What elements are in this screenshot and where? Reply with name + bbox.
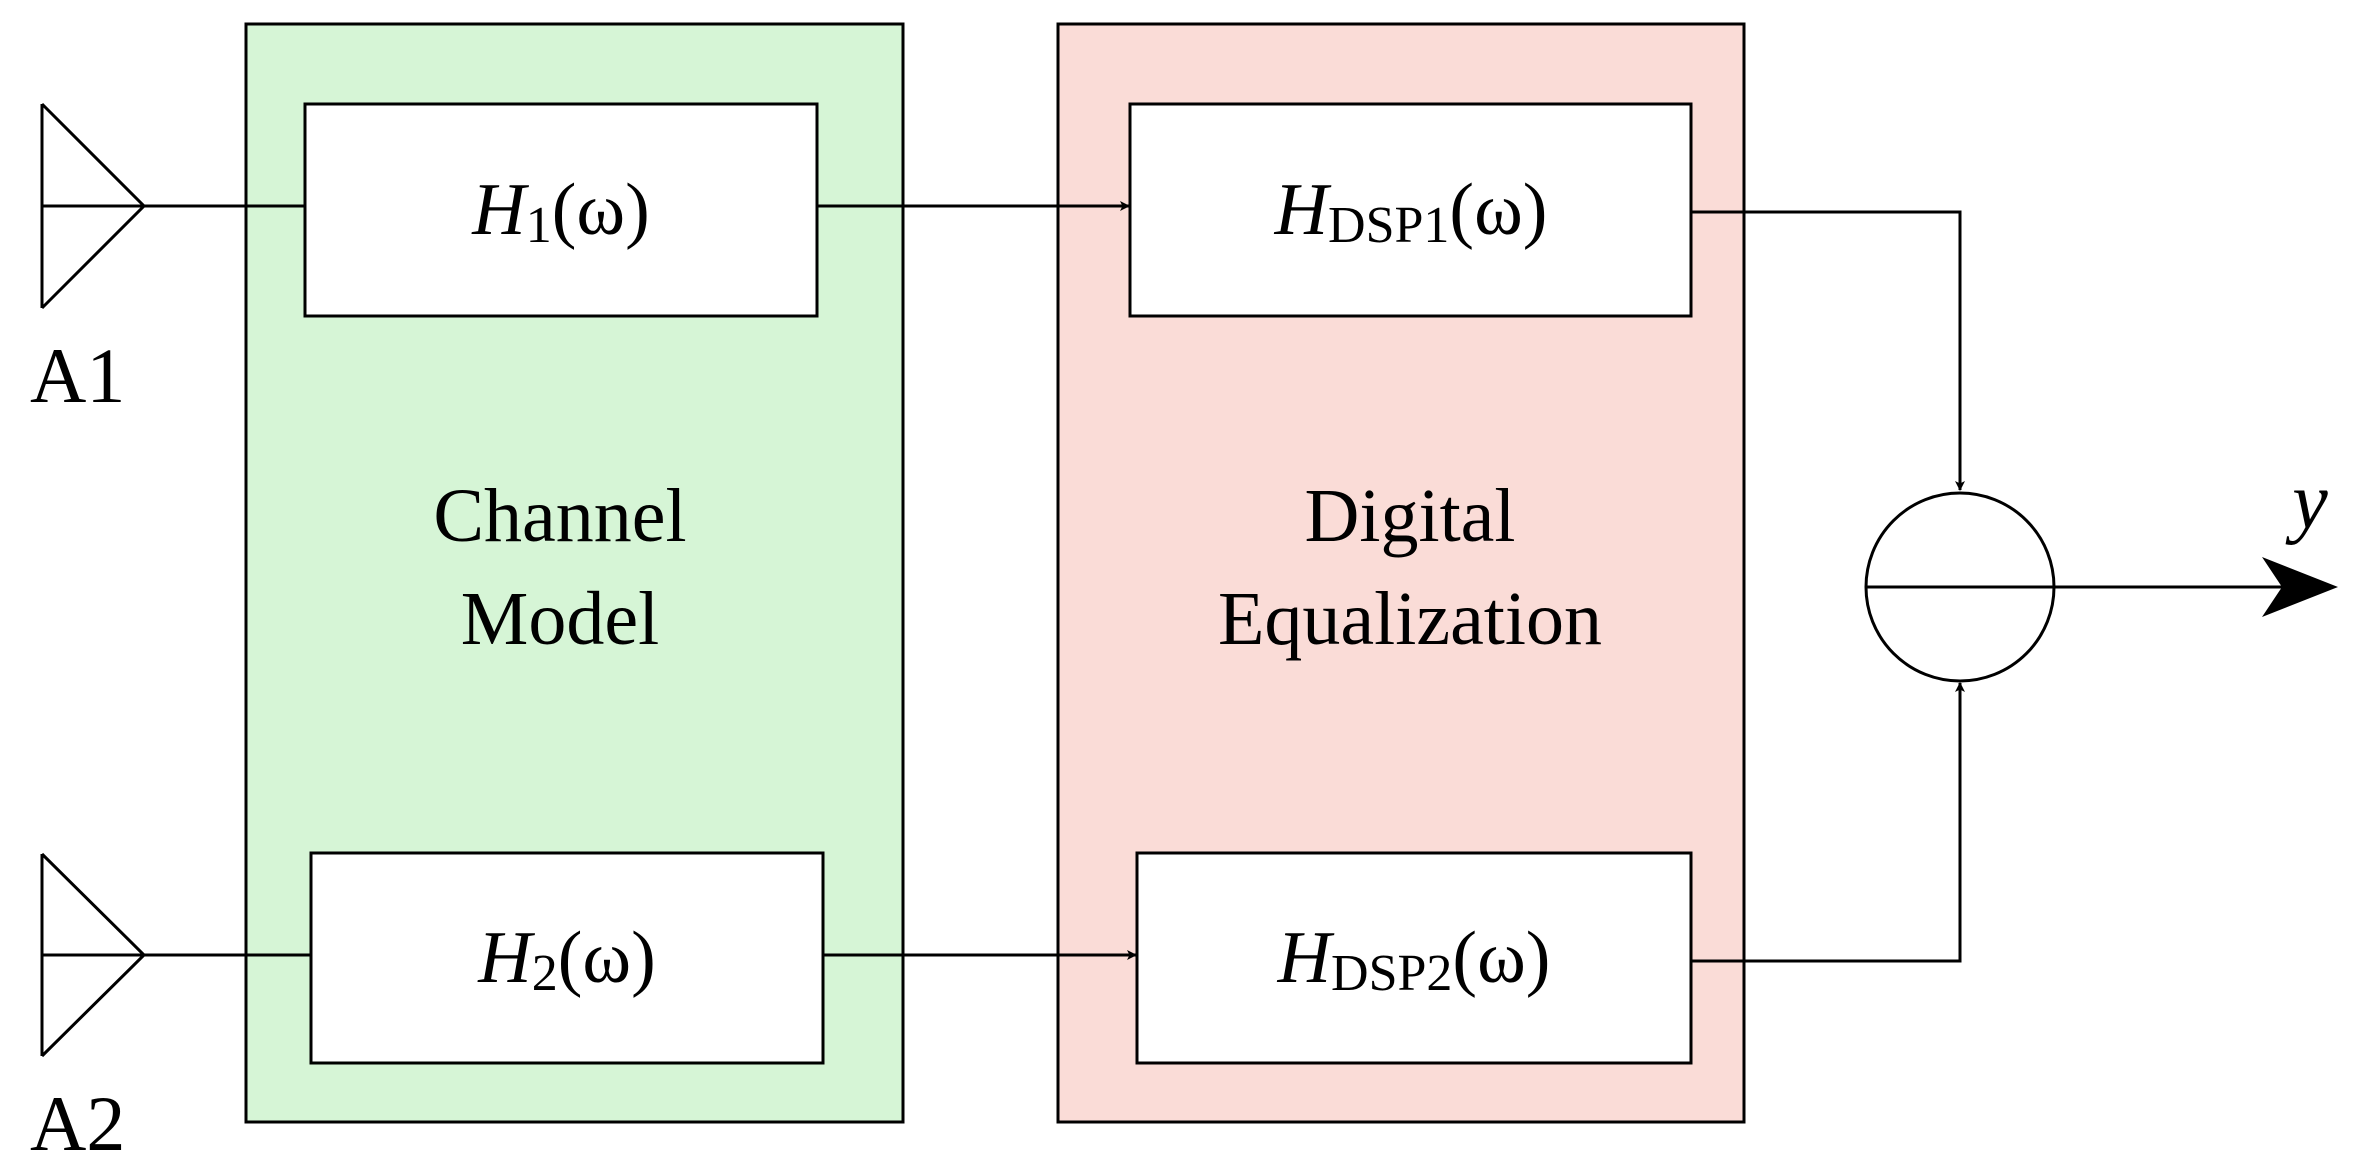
channel-model-label-line1: Channel bbox=[433, 474, 686, 558]
output-label: y bbox=[2285, 458, 2328, 546]
hdsp2-label: HDSP2(ω) bbox=[1277, 917, 1551, 1002]
hdsp2-block bbox=[1135, 851, 1693, 1065]
h1-label: H1(ω) bbox=[471, 169, 649, 254]
antenna-a1-icon bbox=[40, 102, 147, 310]
h2-block bbox=[309, 851, 825, 1065]
antenna-a2-icon bbox=[40, 852, 147, 1058]
output-arrowhead bbox=[2262, 557, 2338, 617]
h2-label: H2(ω) bbox=[477, 917, 655, 1002]
h1-block bbox=[303, 102, 819, 318]
hdsp1-to-combiner-arrow bbox=[1691, 210, 1965, 491]
antenna-a1-label: A1 bbox=[30, 332, 125, 419]
combiner-icon bbox=[1864, 491, 2056, 683]
channel-model-label-line2: Model bbox=[461, 577, 659, 661]
hdsp2-to-combiner-arrow bbox=[1691, 682, 1965, 963]
digital-equalization-label-line1: Digital bbox=[1304, 474, 1515, 558]
hdsp1-label: HDSP1(ω) bbox=[1274, 169, 1548, 254]
hdsp1-block bbox=[1128, 102, 1693, 318]
digital-equalization-label-line2: Equalization bbox=[1218, 577, 1602, 661]
antenna-a2-label: A2 bbox=[30, 1080, 125, 1167]
